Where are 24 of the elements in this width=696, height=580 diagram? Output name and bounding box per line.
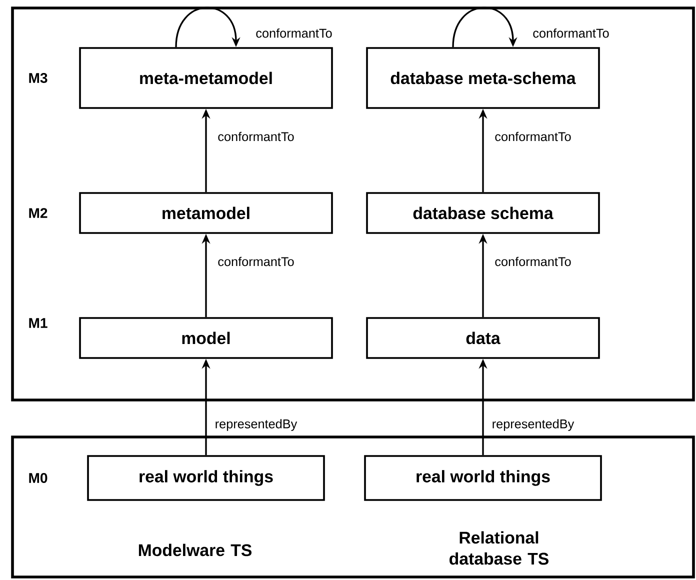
process-box: metamodel — [79, 192, 333, 234]
edge-label: conformantTo — [531, 27, 611, 40]
edge-label: conformantTo — [254, 27, 334, 40]
process-box: database meta-schema — [366, 47, 600, 109]
edge-label: conformantTo — [493, 130, 573, 143]
edge-label: representedBy — [490, 418, 576, 432]
frame-label: Relational database TS — [450, 531, 548, 565]
edge-label: conformantTo — [216, 255, 296, 268]
arrow — [175, 6, 240, 48]
process-box: meta-metamodel — [79, 47, 333, 109]
process-box: model — [79, 317, 333, 359]
process-box: real world things — [364, 455, 602, 501]
level-label: M3 — [29, 73, 48, 83]
frame-label: Modelware TS — [138, 544, 252, 556]
level-label: M1 — [29, 318, 48, 328]
process-box: data — [366, 317, 600, 359]
process-box: real world things — [87, 455, 325, 501]
level-label: M2 — [29, 208, 48, 218]
process-box: database schema — [366, 192, 600, 234]
edge-label: conformantTo — [493, 255, 573, 268]
edge-label: representedBy — [213, 418, 299, 432]
level-label: M0 — [29, 473, 48, 483]
arrow — [452, 6, 518, 48]
edge-label: conformantTo — [216, 130, 296, 143]
